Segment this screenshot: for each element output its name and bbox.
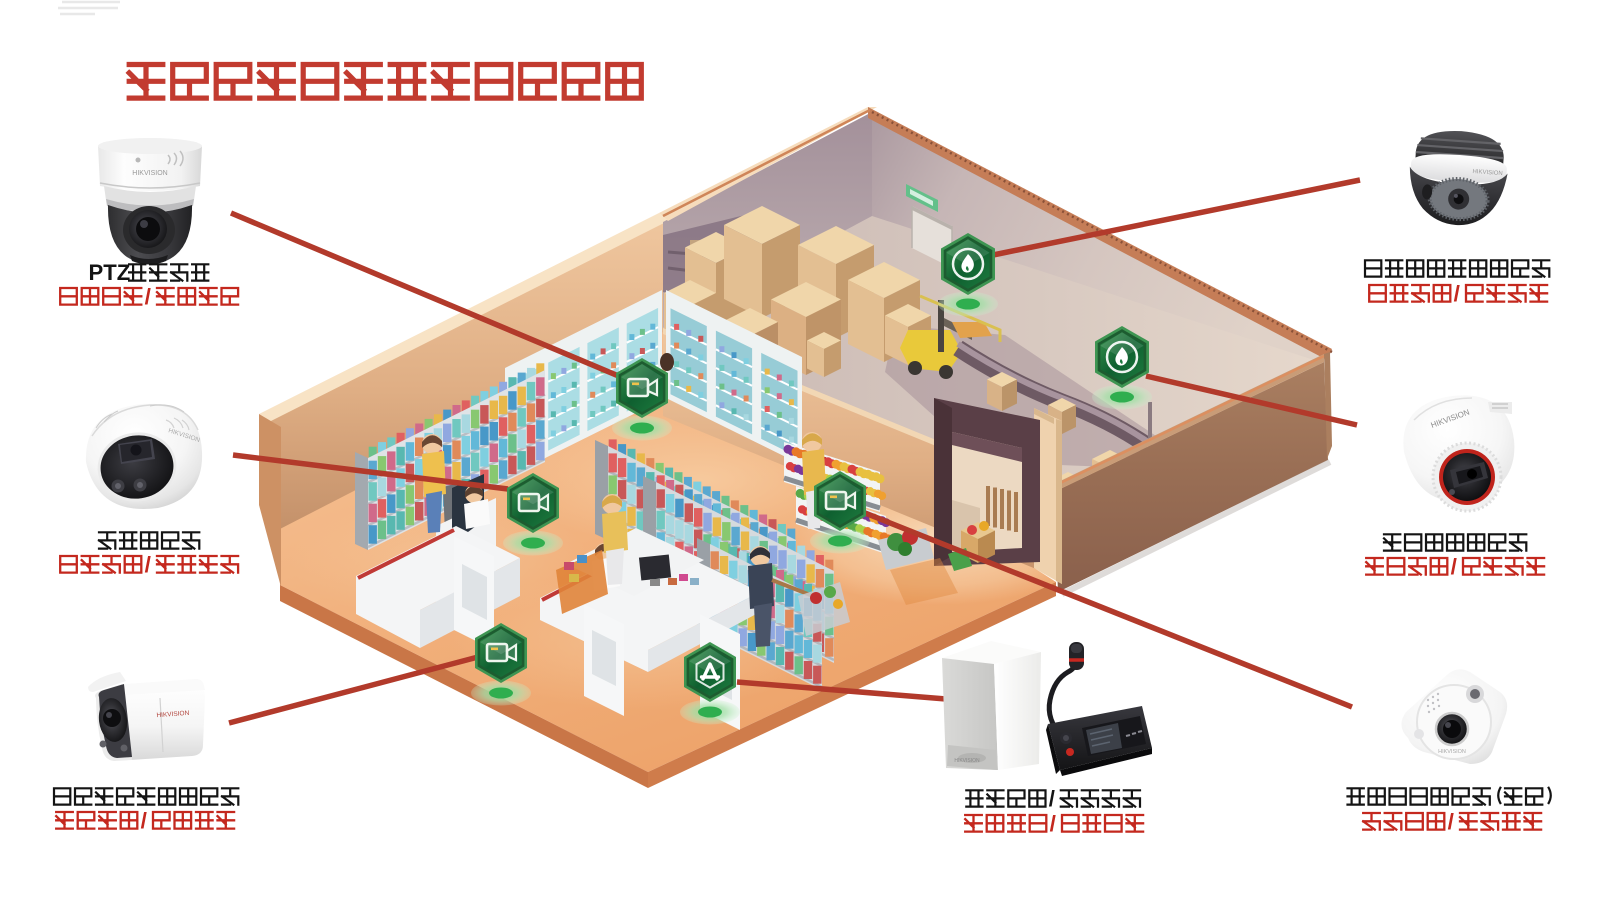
svg-text:/: /: [141, 808, 148, 833]
svg-text:/: /: [145, 552, 152, 577]
svg-text:HIKVISION: HIKVISION: [1472, 169, 1503, 177]
svg-text:HIKVISION: HIKVISION: [132, 170, 167, 177]
svg-text:/: /: [1050, 811, 1057, 836]
svg-text:/: /: [1451, 554, 1458, 579]
svg-text:HIKVISION: HIKVISION: [156, 710, 190, 719]
svg-text:/: /: [145, 284, 152, 309]
svg-text:/: /: [1049, 786, 1055, 811]
svg-text:HIKVISION: HIKVISION: [954, 758, 980, 764]
svg-text:PTZ: PTZ: [89, 260, 131, 285]
svg-text:/: /: [1454, 281, 1461, 306]
svg-text:/: /: [1448, 809, 1455, 834]
svg-text:HIKVISION: HIKVISION: [1438, 749, 1466, 755]
